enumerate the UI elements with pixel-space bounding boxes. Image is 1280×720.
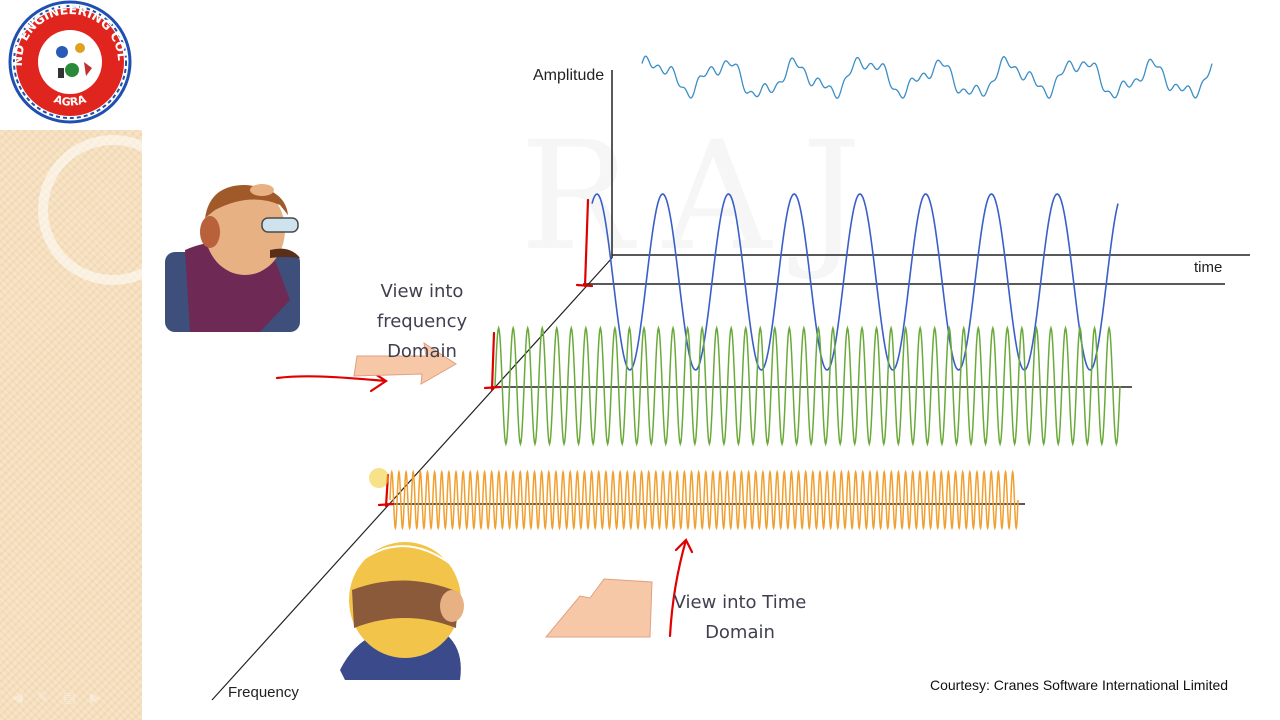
time-axis-label: time (1194, 259, 1223, 276)
time-viewer-person (340, 542, 464, 680)
svg-text:AGRA: AGRA (52, 92, 88, 108)
college-seal: ANAND ENGINEERING COLLEGE AGRA (0, 0, 132, 124)
amplitude-axis-label: Amplitude (533, 67, 605, 84)
low-frequency-wave (591, 193, 1119, 371)
menu-icon[interactable]: ▤ (62, 690, 76, 706)
time-view-caption: View into Time Domain (672, 588, 808, 648)
prev-slide-icon[interactable]: ◀ (12, 690, 23, 706)
frequency-view-caption: View into frequency Domain (336, 277, 508, 367)
frequency-axis-label: Frequency (228, 684, 299, 701)
college-logo: ANAND ENGINEERING COLLEGE AGRA (0, 0, 142, 130)
slide-nav-controls[interactable]: ◀ ✎ ▤ ▶ (12, 690, 101, 706)
next-slide-icon[interactable]: ▶ (89, 690, 101, 706)
frequency-view-line2: Domain (387, 341, 457, 362)
high-frequency-wave (389, 469, 1019, 531)
pointer-highlight (369, 468, 389, 488)
frequency-viewer-person (165, 184, 300, 332)
composite-signal-wave (641, 55, 1213, 99)
mid-frequency-wave (494, 325, 1121, 447)
pen-icon[interactable]: ✎ (36, 690, 49, 706)
time-view-line1: View into Time (673, 592, 807, 613)
red-annotations (275, 198, 694, 638)
frequency-view-arrow (353, 341, 457, 385)
courtesy-credit: Courtesy: Cranes Software International … (930, 677, 1229, 693)
annotation-tick-blue (575, 198, 594, 288)
decorative-sidebar: ◀ ✎ ▤ ▶ (0, 130, 188, 720)
frequency-view-line1: View into frequency (376, 281, 468, 332)
annotation-tick-green (483, 331, 502, 392)
sidebar-ring (38, 135, 188, 285)
time-view-line2: Domain (705, 622, 775, 643)
time-view-arrow (544, 578, 653, 638)
annotation-arrow-up (668, 538, 694, 638)
